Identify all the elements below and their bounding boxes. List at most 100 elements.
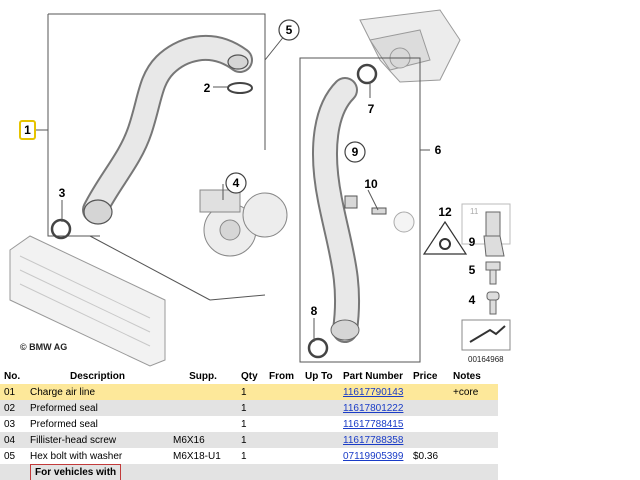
callout-8-label: 8 [311, 304, 318, 318]
row-description: Preformed seal [26, 416, 169, 432]
seal-part-8 [307, 337, 329, 359]
callout-8[interactable]: 8 [311, 304, 318, 318]
legend-4[interactable]: 4 [469, 293, 476, 307]
callout-11-ghost [393, 211, 415, 233]
part-number-link[interactable]: 11617788358 [339, 432, 409, 448]
note-row: For vehicles with [0, 464, 498, 480]
legend-5[interactable]: 5 [469, 263, 476, 277]
part-number-link[interactable]: 11617788415 [339, 416, 409, 432]
header-description: Description [26, 368, 169, 384]
fillister-screw-icon [486, 291, 500, 315]
legend-4-label: 4 [469, 293, 476, 307]
row-upto [301, 416, 339, 432]
row-price [409, 400, 449, 416]
legend-5-label: 5 [469, 263, 476, 277]
seal-part-3 [50, 218, 72, 240]
callout-1[interactable]: 1 [19, 120, 36, 140]
callout-6-label: 6 [435, 143, 442, 157]
callout-11-label: 11 [470, 207, 479, 216]
copyright-text: © BMW AG [20, 342, 67, 352]
row-qty: 1 [237, 400, 265, 416]
row-supp: M6X16 [169, 432, 237, 448]
row-upto [301, 384, 339, 400]
row-notes [449, 432, 498, 448]
sensor-part-10-illustration [344, 195, 387, 215]
callout-2[interactable]: 2 [204, 81, 211, 95]
callout-9[interactable]: 9 [344, 141, 366, 163]
charge-air-pipe-illustration [312, 77, 361, 343]
row-price: $0.36 [409, 448, 449, 464]
arrow-legend-box [461, 319, 511, 351]
row-notes: +core [449, 384, 498, 400]
row-from [265, 384, 301, 400]
image-code: 00164968 [468, 355, 504, 364]
part-number-link[interactable]: 11617790143 [339, 384, 409, 400]
table-row[interactable]: 03 Preformed seal 1 11617788415 [0, 416, 498, 432]
row-notes [449, 416, 498, 432]
nut-clip-icon [483, 235, 505, 257]
callout-1-label: 1 [24, 123, 31, 137]
row-supp [169, 384, 237, 400]
callout-10[interactable]: 10 [364, 177, 378, 191]
row-price [409, 432, 449, 448]
parts-table: No. Description Supp. Qty From Up To Par… [0, 368, 498, 480]
turbocharger-illustration [199, 189, 288, 257]
intercooler-illustration [9, 235, 166, 367]
row-from [265, 448, 301, 464]
callout-9-label: 9 [352, 145, 359, 159]
row-upto [301, 448, 339, 464]
row-supp [169, 416, 237, 432]
callout-4[interactable]: 4 [225, 172, 247, 194]
callout-3[interactable]: 3 [59, 186, 66, 200]
row-qty: 1 [237, 448, 265, 464]
row-description: Charge air line [26, 384, 169, 400]
callout-3-label: 3 [59, 186, 66, 200]
header-no: No. [0, 368, 26, 384]
callout-4-label: 4 [233, 176, 240, 190]
leader-lines [36, 34, 430, 342]
table-row[interactable]: 04 Fillister-head screw M6X16 1 11617788… [0, 432, 498, 448]
row-supp [169, 400, 237, 416]
callout-7[interactable]: 7 [368, 102, 375, 116]
header-from: From [265, 368, 301, 384]
seal-part-2 [227, 82, 253, 94]
part-number-link[interactable]: 11617801222 [339, 400, 409, 416]
callout-7-label: 7 [368, 102, 375, 116]
header-notes: Notes [449, 368, 498, 384]
row-no: 05 [0, 448, 26, 464]
legend-9-label: 9 [469, 235, 476, 249]
legend-9[interactable]: 9 [469, 235, 476, 249]
callout-5[interactable]: 5 [278, 19, 300, 41]
clip-icon [485, 211, 501, 237]
hex-bolt-icon [485, 261, 501, 285]
callout-12[interactable]: 12 [438, 205, 452, 219]
row-qty: 1 [237, 416, 265, 432]
row-qty: 1 [237, 384, 265, 400]
table-row[interactable]: 05 Hex bolt with washer M6X18-U1 1 07119… [0, 448, 498, 464]
arrow-icon [469, 325, 506, 343]
header-supp: Supp. [169, 368, 237, 384]
callout-12-label: 12 [438, 205, 452, 219]
row-from [265, 432, 301, 448]
callout-6[interactable]: 6 [435, 143, 442, 157]
header-qty: Qty [237, 368, 265, 384]
table-row[interactable]: 01 Charge air line 1 11617790143 +core [0, 384, 498, 400]
row-no: 04 [0, 432, 26, 448]
row-upto [301, 432, 339, 448]
charge-air-line-illustration [82, 34, 253, 225]
group-frame-right [299, 57, 421, 363]
group-frame-left [48, 13, 266, 150]
callout-2-label: 2 [204, 81, 211, 95]
row-qty: 1 [237, 432, 265, 448]
row-notes [449, 400, 498, 416]
warning-triangle-icon [422, 220, 468, 255]
row-description: Hex bolt with washer [26, 448, 169, 464]
header-part-number: Part Number [339, 368, 409, 384]
table-row[interactable]: 02 Preformed seal 1 11617801222 [0, 400, 498, 416]
parts-diagram: 1 2 3 4 5 6 7 8 9 10 12 11 9 [9, 9, 511, 367]
part-number-link[interactable]: 07119905399 [339, 448, 409, 464]
row-notes [449, 448, 498, 464]
row-no: 01 [0, 384, 26, 400]
row-price [409, 384, 449, 400]
row-description: Fillister-head screw [26, 432, 169, 448]
